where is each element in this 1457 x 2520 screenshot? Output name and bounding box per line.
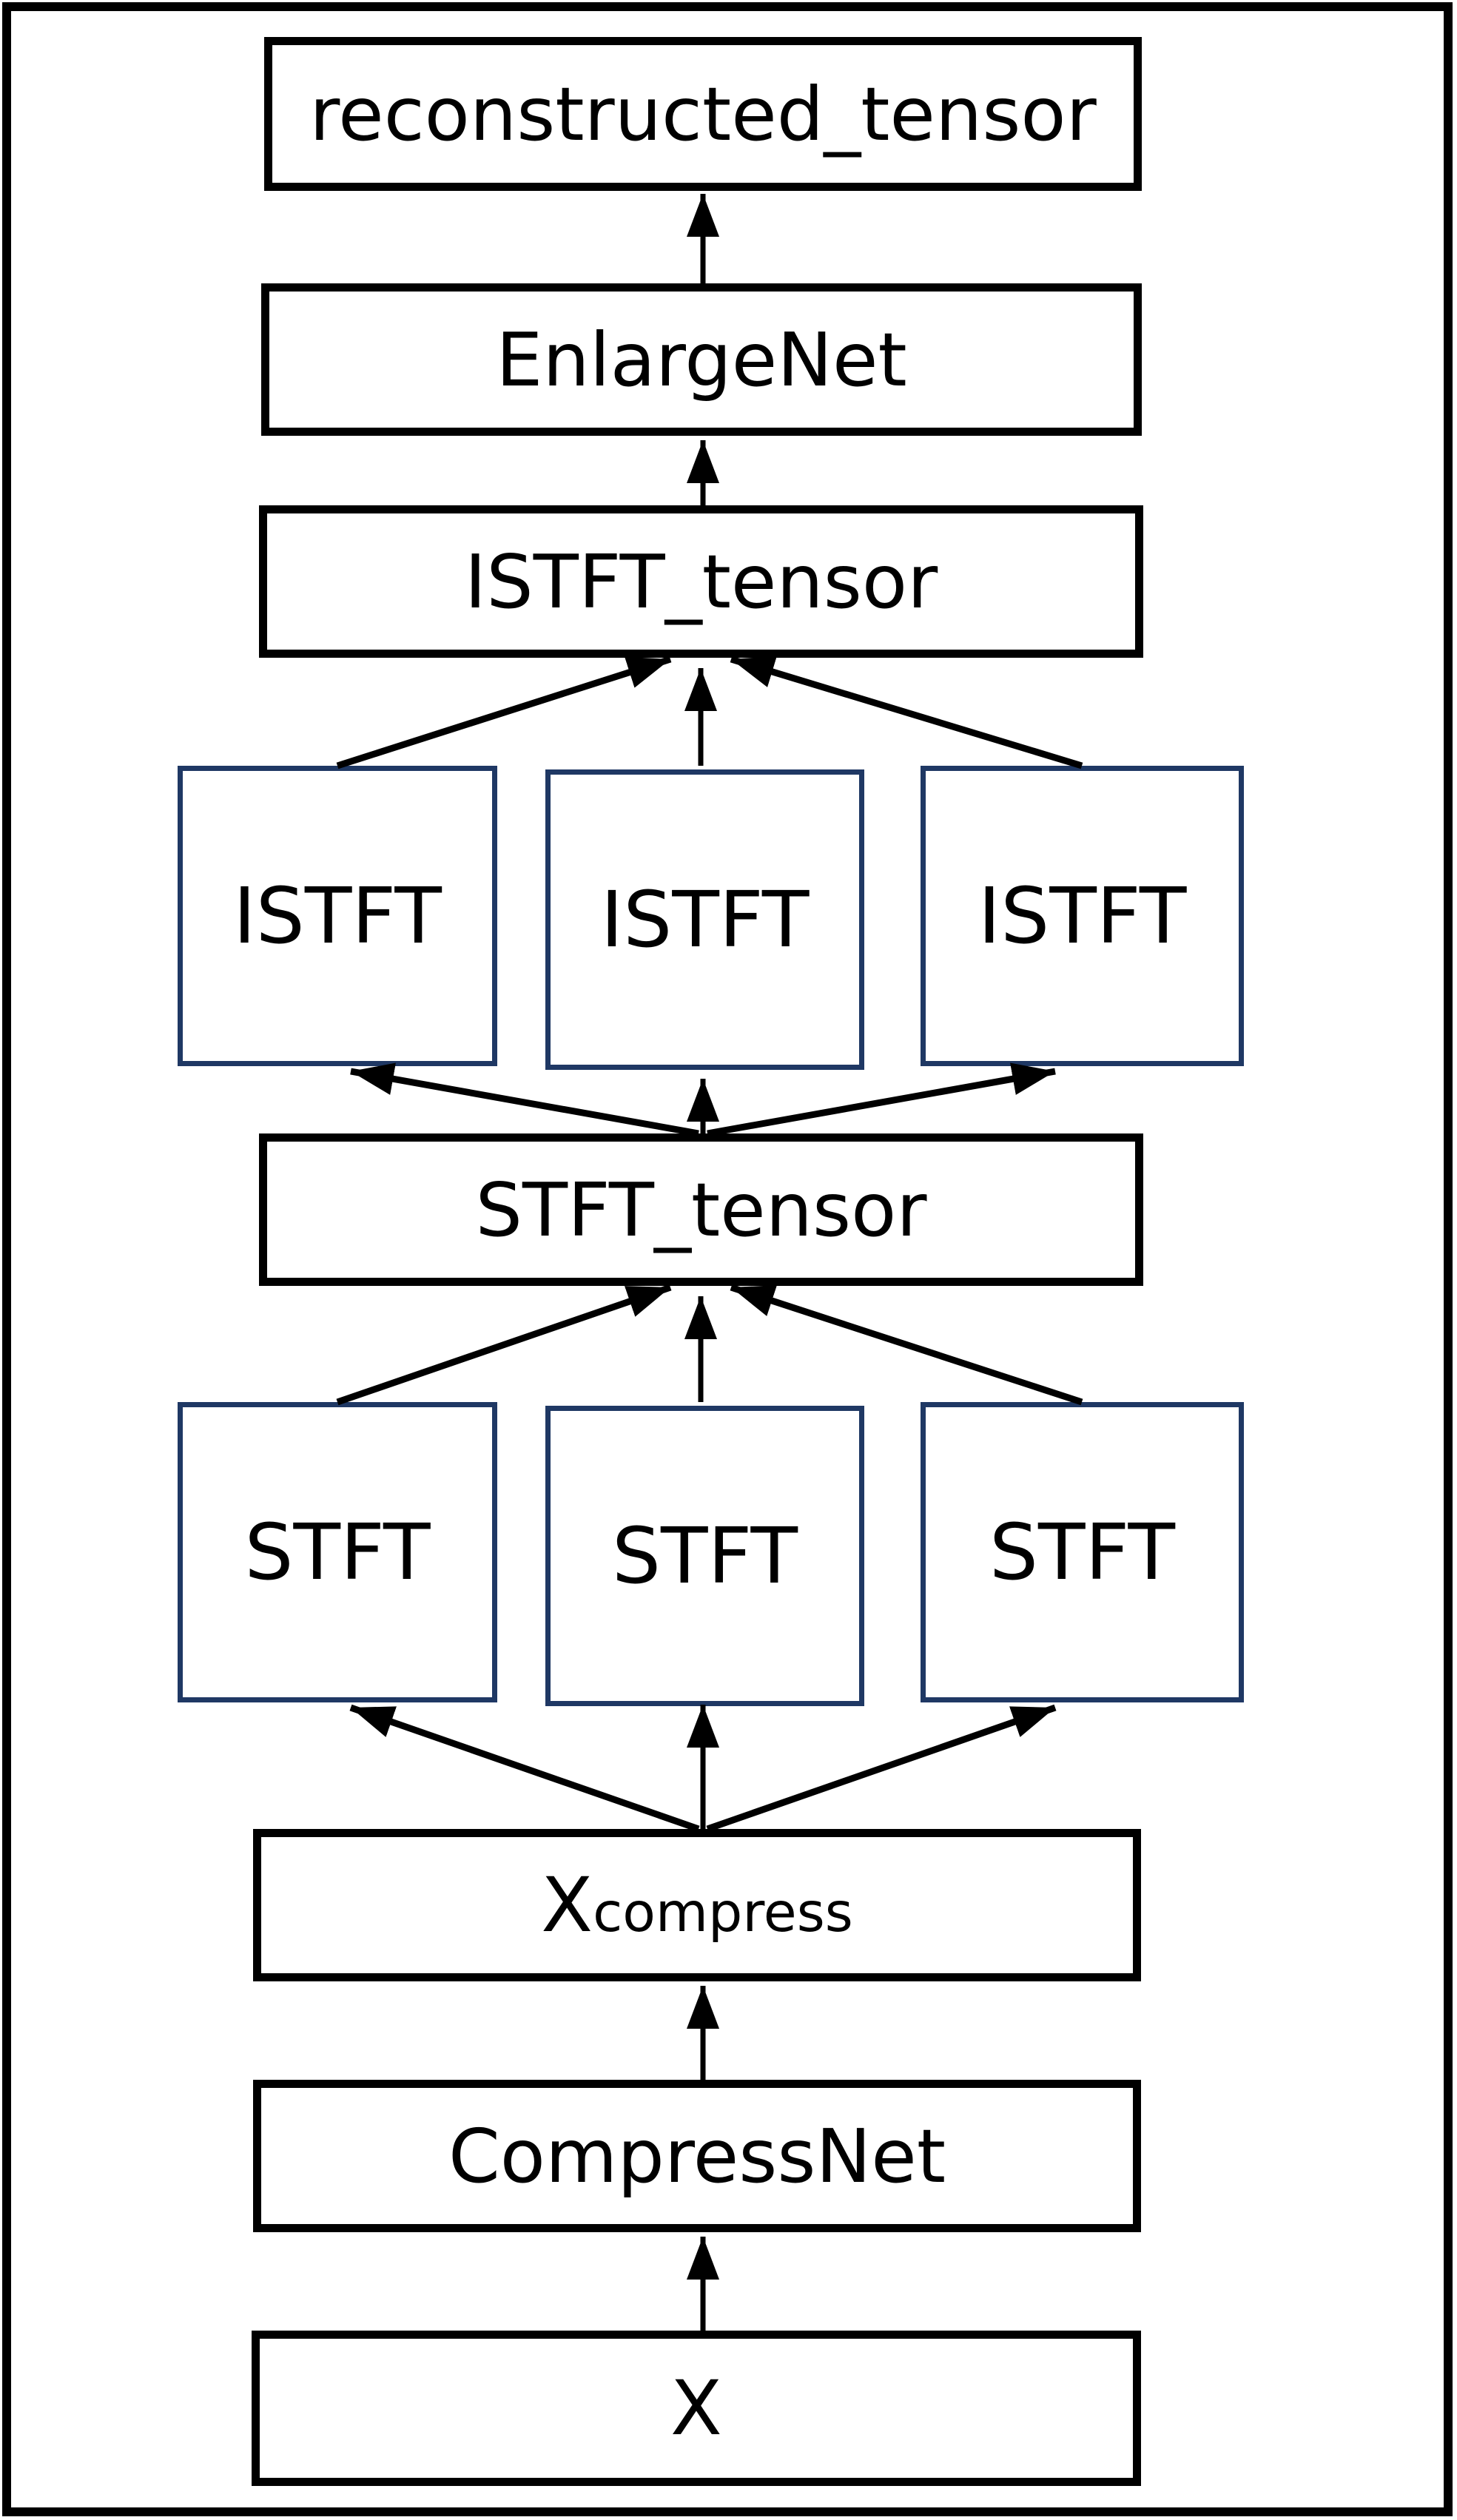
node-label-istft-mid: ISTFT [600, 875, 810, 965]
node-enlarge-net: EnlargeNet [261, 283, 1142, 436]
node-label-stft-right: STFT [989, 1507, 1176, 1597]
node-label-reconstructed-tensor: reconstructed_tensor [309, 70, 1097, 158]
node-label-stft-tensor: STFT_tensor [475, 1166, 927, 1253]
node-label-istft-left: ISTFT [233, 871, 442, 961]
node-istft-mid: ISTFT [545, 769, 864, 1070]
node-stft-mid: STFT [545, 1406, 864, 1706]
node-istft-tensor: ISTFT_tensor [259, 505, 1143, 658]
node-label-stft-left: STFT [244, 1507, 431, 1597]
node-label-x-input: X [670, 2364, 722, 2453]
node-label-enlarge-net: EnlargeNet [496, 316, 907, 403]
node-reconstructed-tensor: reconstructed_tensor [264, 37, 1142, 191]
node-label-x-compress: X compress [541, 1862, 853, 1950]
node-istft-left: ISTFT [178, 766, 497, 1066]
node-label-istft-right: ISTFT [977, 871, 1187, 961]
node-x-compress: X compress [253, 1829, 1141, 1981]
node-stft-right: STFT [921, 1402, 1244, 1702]
node-label-stft-mid: STFT [611, 1511, 798, 1601]
x-compress-base: X [541, 1861, 593, 1950]
node-label-compress-net: CompressNet [448, 2112, 946, 2200]
node-x-input: X [252, 2331, 1141, 2486]
x-compress-subscript: compress [593, 1881, 853, 1944]
node-stft-tensor: STFT_tensor [259, 1133, 1143, 1286]
node-label-istft-tensor: ISTFT_tensor [464, 538, 938, 625]
node-istft-right: ISTFT [921, 766, 1244, 1066]
node-stft-left: STFT [178, 1402, 497, 1702]
node-compress-net: CompressNet [253, 2080, 1141, 2232]
